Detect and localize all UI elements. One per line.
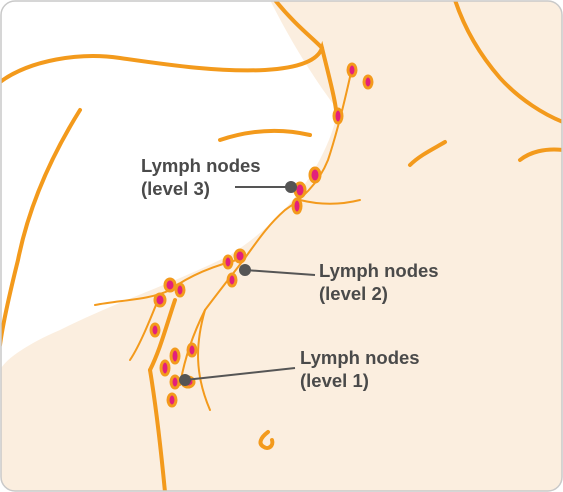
lymph-node (224, 256, 232, 268)
lymph-node (171, 349, 179, 363)
pointer-dot-level1 (180, 375, 190, 385)
lymph-node (161, 361, 169, 375)
lymph-node (168, 394, 176, 406)
lymph-node (228, 274, 236, 286)
label-level-3-line1: Lymph nodes (141, 154, 261, 177)
shoulder-outline (0, 110, 80, 345)
label-level-1-line2: (level 1) (300, 369, 420, 392)
lymph-node (334, 109, 342, 123)
lymph-node (364, 76, 372, 88)
lymph-node (188, 344, 196, 356)
lymph-node (151, 324, 159, 336)
lymph-node (348, 64, 356, 76)
label-level-1-line1: Lymph nodes (300, 346, 420, 369)
label-level-3-line2: (level 3) (141, 177, 261, 200)
label-level-2: Lymph nodes (level 2) (319, 259, 439, 305)
lymph-node (235, 250, 245, 262)
label-level-2-line1: Lymph nodes (319, 259, 439, 282)
pointer-dot-level3 (286, 182, 296, 192)
body-outline (0, 48, 336, 110)
pointer-dot-level2 (240, 265, 250, 275)
label-level-3: Lymph nodes (level 3) (141, 154, 261, 200)
lymph-node (176, 284, 184, 296)
collarbone (220, 131, 310, 140)
lymph-node (155, 294, 165, 306)
lymph-node (165, 279, 175, 291)
label-level-1: Lymph nodes (level 1) (300, 346, 420, 392)
lymph-node (310, 168, 320, 182)
lymph-node (171, 376, 179, 388)
lymph-node (293, 199, 301, 213)
label-level-2-line2: (level 2) (319, 282, 439, 305)
